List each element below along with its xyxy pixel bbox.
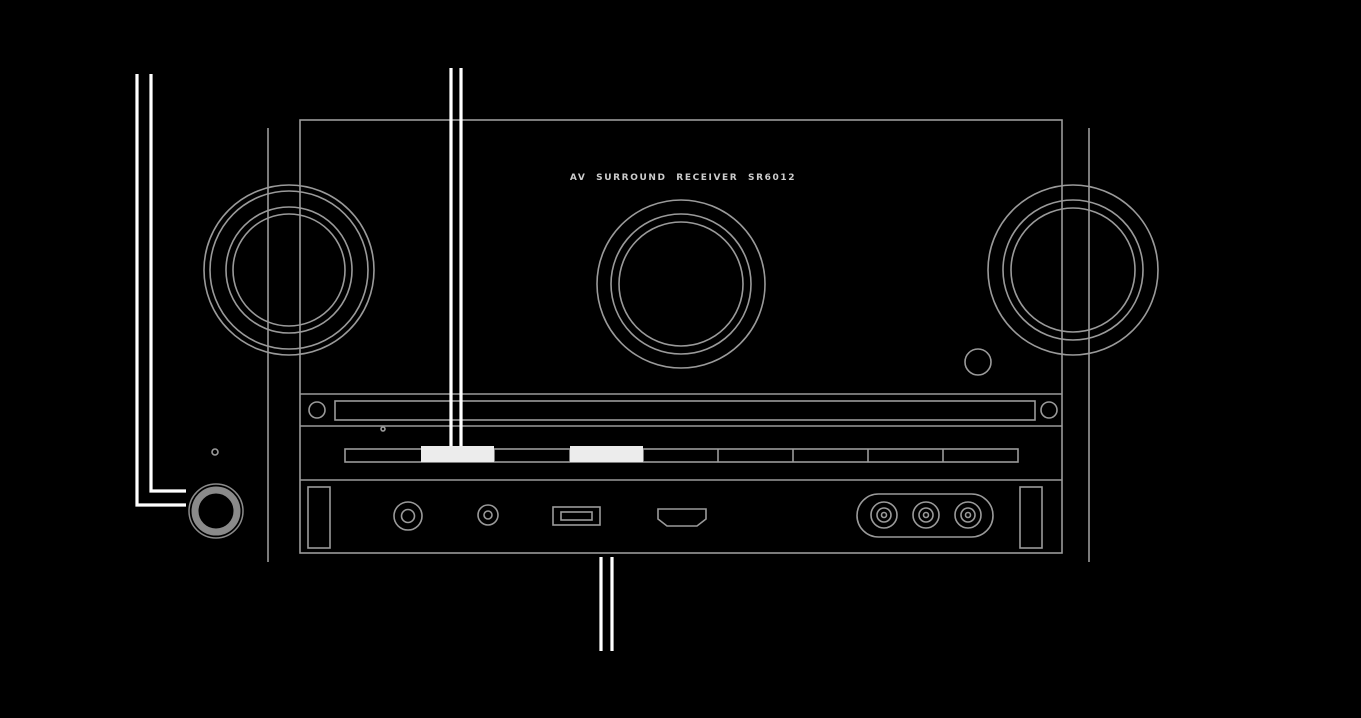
- highlighted-button-2: [570, 446, 643, 462]
- headphone-jack-hole: [400, 508, 416, 524]
- display-window: [334, 400, 1036, 421]
- input-selector-knob-outer: [203, 184, 375, 356]
- highlighted-button-1: [421, 446, 494, 462]
- status-led-dot: [380, 426, 386, 432]
- front-face-outline: [299, 119, 1063, 554]
- headphone-jack: [393, 501, 423, 531]
- center-knob-outer: [596, 199, 766, 369]
- usb-port: [552, 506, 601, 526]
- power-led: [211, 448, 219, 456]
- aux-jack-1: [870, 501, 898, 529]
- power-button-outer-ring: [188, 483, 244, 539]
- callout-lines: [135, 68, 614, 651]
- aux-jack-2-ring: [918, 507, 934, 523]
- aux-jack-3-ring: [960, 507, 976, 523]
- button-strip: [344, 448, 1019, 463]
- display-screw-left: [308, 401, 326, 419]
- aux-jack-1-pin: [880, 511, 888, 519]
- aux-jack-3-pin: [964, 511, 972, 519]
- aux-input-group: [856, 493, 994, 538]
- input-selector-knob-rim: [209, 190, 369, 350]
- volume-knob-rim: [1002, 199, 1144, 341]
- aux-jack-3: [954, 501, 982, 529]
- callout-power-outer: [135, 74, 186, 507]
- center-knob-rim: [610, 213, 752, 355]
- hdmi-port: [657, 508, 707, 527]
- highlighted-buttons: [421, 446, 643, 462]
- center-knob-cap: [618, 221, 744, 347]
- aux-jack-2: [912, 501, 940, 529]
- lower-panel-right-block: [1019, 486, 1043, 549]
- volume-knob-outer: [987, 184, 1159, 356]
- setup-mic-jack-hole: [483, 510, 493, 520]
- lower-panel-left-block: [307, 486, 331, 549]
- small-round-button: [964, 348, 992, 376]
- setup-mic-jack: [477, 504, 499, 526]
- power-button: [188, 483, 244, 539]
- aux-jack-1-ring: [876, 507, 892, 523]
- chassis-outline: [203, 119, 1159, 562]
- usb-port-contact: [560, 511, 593, 521]
- input-selector-knob-cap: [232, 213, 346, 327]
- display-screw-right: [1040, 401, 1058, 419]
- volume-knob-cap: [1010, 207, 1136, 333]
- model-label: AV SURROUND RECEIVER SR6012: [570, 173, 796, 183]
- power-button-ring: [191, 486, 241, 536]
- callout-power-inner: [149, 74, 186, 493]
- aux-jack-2-pin: [922, 511, 930, 519]
- input-selector-knob-face: [225, 206, 353, 334]
